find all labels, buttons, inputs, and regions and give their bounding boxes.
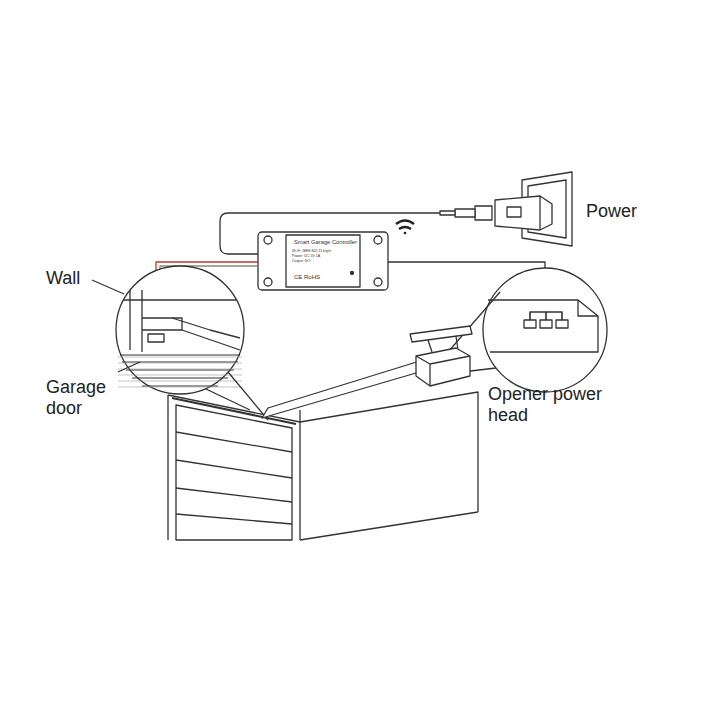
mount-hole: [374, 236, 382, 244]
mount-hole: [374, 278, 382, 286]
device-spec: Output: NO: [292, 260, 310, 264]
wifi-symbol: [396, 221, 414, 235]
controller-face: [286, 235, 360, 287]
usb-port: [507, 207, 521, 217]
garage-door: [172, 398, 296, 540]
wall-inset: [116, 266, 244, 394]
part-label: Opener power head: [488, 384, 628, 426]
garage-room: [168, 392, 478, 540]
label-leader: [118, 362, 140, 372]
usb-plug: [475, 206, 492, 220]
smart-controller-label-face: Smart Garage ControllerWi-Fi: IEEE 802.1…: [288, 236, 358, 286]
mount-hole: [264, 236, 272, 244]
controller-housing: [258, 232, 388, 290]
label-leader: [92, 280, 124, 294]
opener-head-edge: [416, 356, 470, 386]
opener-rail: [262, 356, 440, 418]
inset-leader: [228, 372, 268, 420]
usb-plug-neck: [440, 211, 455, 215]
wall-inset-detail: [118, 290, 242, 392]
opener-inset: [483, 268, 607, 392]
mount-hole: [264, 278, 272, 286]
part-label: Power: [586, 201, 676, 222]
part-label: Wall: [46, 268, 126, 289]
device-title: Smart Garage Controller: [294, 239, 357, 245]
reset-button: [351, 272, 354, 275]
device-spec: Wi-Fi: IEEE 802.11 b/g/n: [292, 250, 331, 254]
opener-head: [416, 348, 470, 386]
device-spec: CE RoHS: [294, 274, 320, 281]
device-spec: Power: DC 5V 1A: [292, 255, 320, 259]
ceiling-bracket: [410, 326, 472, 342]
opener-inset-detail: [488, 300, 598, 352]
adapter-edge: [539, 196, 540, 230]
inset-leader: [448, 292, 500, 352]
usb-plug-body: [455, 209, 475, 217]
part-label: Garage door: [46, 377, 112, 419]
power-adapter: [495, 196, 552, 230]
